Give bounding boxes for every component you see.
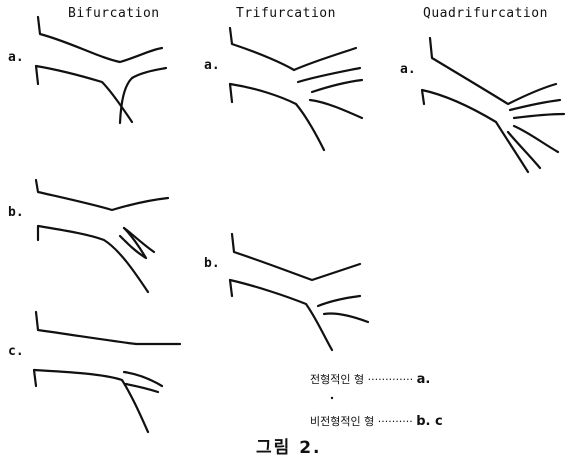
bifurcation-a-label: a. [8,50,24,65]
quadrifurcation-a-branch-1 [510,100,560,110]
legend-typical-dots: ············· [368,373,413,386]
trifurcation-a-label: a. [204,58,220,73]
trifurcation-a-branch-lower [310,100,362,118]
trifurcation-b-lower-wall [230,280,332,350]
bifurcation-a-diagram [36,17,166,123]
legend-dot [331,397,333,399]
trifurcation-a-branch-middle [312,80,362,92]
legend-typical-value: a. [417,372,431,387]
legend-atypical-label: 비전형적인 형 [310,415,374,428]
bifurcation-c-upper-wall [36,312,180,344]
bifurcation-c-branch-inner [126,384,158,392]
figure-caption: 그림 2. [256,433,322,458]
trifurcation-b-upper-wall [232,234,360,280]
legend-atypical-row: 비전형적인 형 ·········· b. c [310,413,443,429]
trifurcation-a-lower-wall [230,84,324,150]
trifurcation-a-diagram [230,28,362,150]
bifurcation-b-diagram [36,180,168,292]
bifurcation-a-lower-wall [36,66,132,122]
header-bifurcation: Bifurcation [68,6,160,21]
legend-atypical-value: b. c [416,414,442,429]
trifurcation-a-branch-upper [298,68,360,82]
bifurcation-c-diagram [34,312,180,432]
trifurcation-b-branch-upper [318,296,360,306]
legend-typical-label: 전형적인 형 [310,373,364,386]
bifurcation-b-label: b. [8,205,24,220]
quadrifurcation-a-label: a. [400,62,416,77]
quadrifurcation-a-branch-3 [514,126,558,152]
trifurcation-b-branch-lower [324,313,368,322]
legend-atypical-dots: ·········· [378,415,413,428]
bifurcation-c-lower-wall [34,370,148,432]
legend-typical-row: 전형적인 형 ············· a. [310,371,430,387]
quadrifurcation-a-upper-wall [430,38,556,104]
quadrifurcation-a-diagram [422,38,564,172]
bifurcation-b-upper-wall [36,180,168,210]
trifurcation-b-label: b. [204,256,220,271]
header-quadrifurcation: Quadrifurcation [423,6,548,21]
bifurcation-a-upper-wall [38,17,162,62]
trifurcation-a-upper-wall [230,28,356,70]
bifurcation-c-label: c. [8,344,24,359]
header-trifurcation: Trifurcation [236,6,336,21]
quadrifurcation-a-branch-2 [514,114,564,118]
trifurcation-b-diagram [230,234,368,350]
